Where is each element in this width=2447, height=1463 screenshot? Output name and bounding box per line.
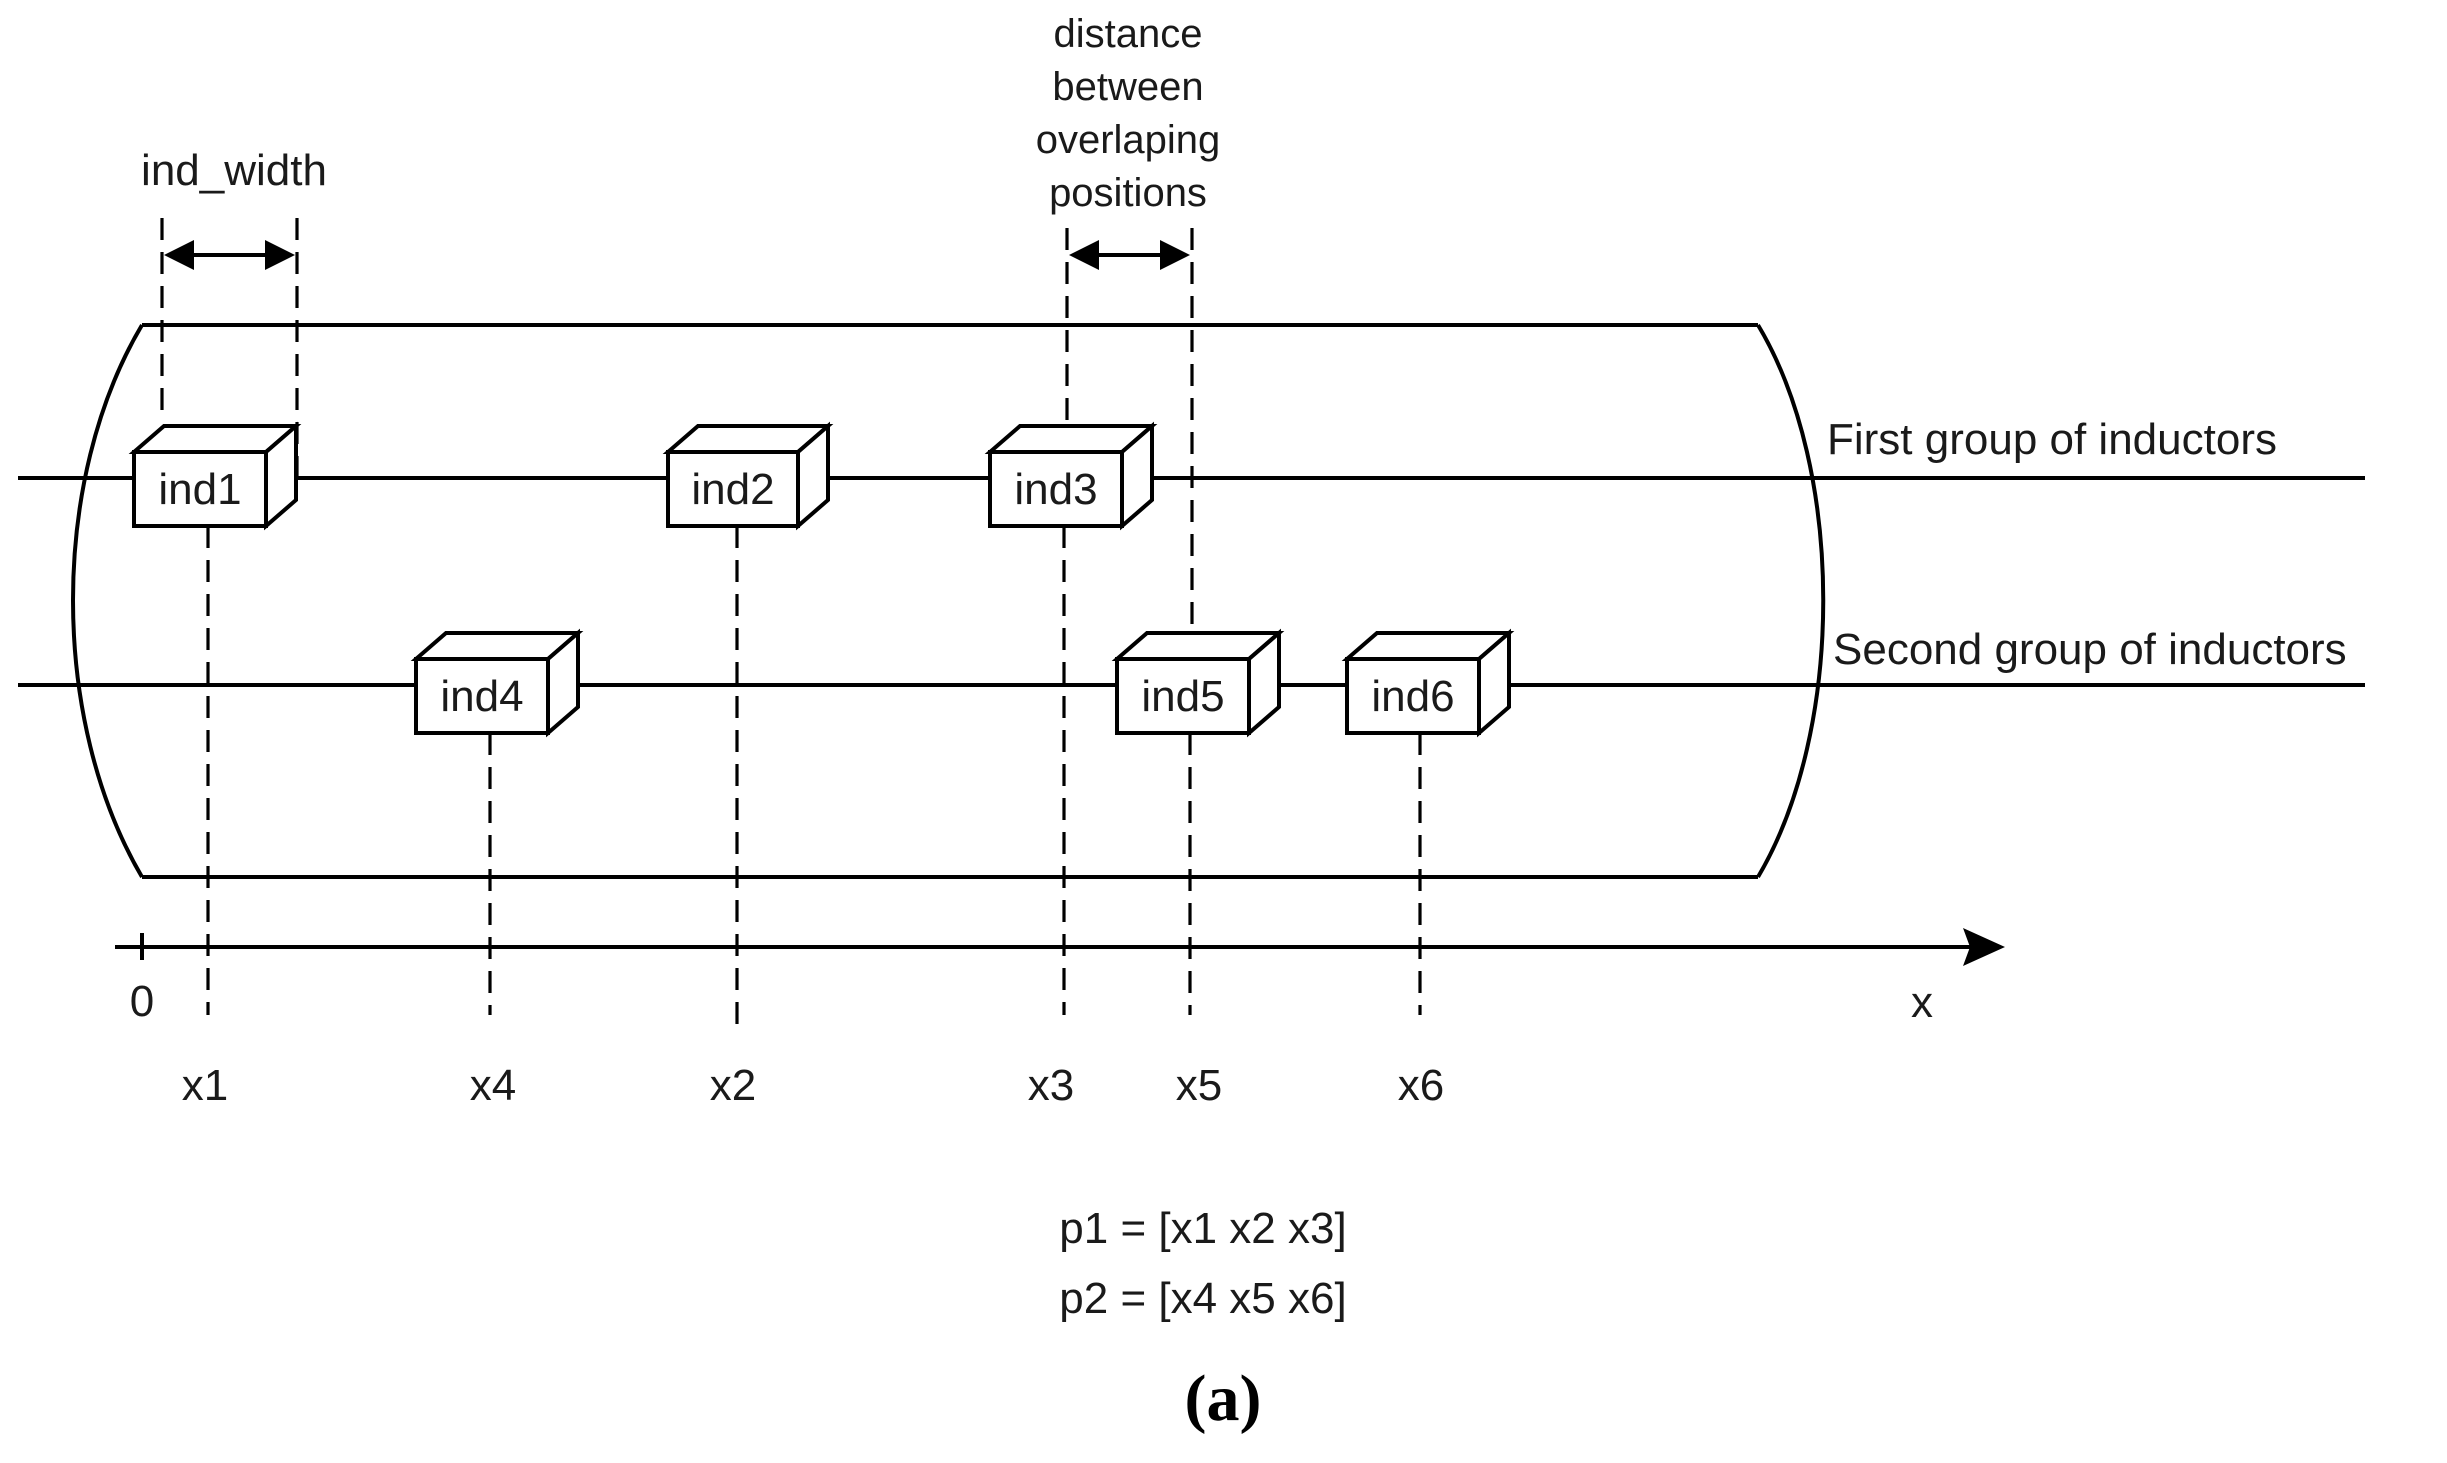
ind-width-label: ind_width [141,146,327,195]
inductor-ind3: ind3 [984,421,1158,531]
tick-label-x1: x1 [182,1061,228,1110]
inductor-ind6: ind6 [1341,628,1515,738]
tick-label-x3: x3 [1028,1061,1074,1110]
tick-label-x2: x2 [710,1061,756,1110]
inductor-ind5: ind5 [1111,628,1285,738]
inductor-label: ind3 [1014,465,1097,514]
distance-label-line-4: positions [1049,171,1207,215]
equation-p1: p1 = [x1 x2 x3] [1059,1204,1346,1253]
arrow-left-icon [1069,240,1099,270]
tick-label-x4: x4 [470,1061,516,1110]
axis-name-label: x [1911,978,1933,1027]
inductor-ind1: ind1 [128,421,302,531]
x-axis: 0 x [115,928,2005,1027]
arrow-left-icon [164,240,194,270]
panel-label: (a) [1185,1362,1262,1435]
position-guides [206,526,1422,1025]
axis-arrow-icon [1963,928,2005,966]
inductor-label: ind6 [1371,672,1454,721]
first-group-label: First group of inductors [1827,415,2277,464]
overlap-distance-dimension: distance between overlaping positions [1036,12,1221,678]
second-group-label: Second group of inductors [1833,625,2347,674]
tick-label-x6: x6 [1398,1061,1444,1110]
position-labels: x1 x4 x2 x3 x5 x6 [182,1061,1444,1110]
inductor-ind2: ind2 [662,421,834,531]
pipe-outline [71,323,1826,879]
axis-origin-label: 0 [130,977,154,1026]
arrow-right-icon [1160,240,1190,270]
distance-label-line-1: distance [1054,12,1203,56]
inductor-ind4: ind4 [410,628,584,738]
arrow-right-icon [265,240,295,270]
equation-p2: p2 = [x4 x5 x6] [1059,1274,1346,1323]
inductor-label: ind1 [158,465,241,514]
inductor-label: ind4 [440,672,523,721]
distance-label-line-2: between [1052,65,1203,109]
inductor-label: ind5 [1141,672,1224,721]
inductor-label: ind2 [691,465,774,514]
tick-label-x5: x5 [1176,1061,1222,1110]
distance-label-line-3: overlaping [1036,118,1221,162]
